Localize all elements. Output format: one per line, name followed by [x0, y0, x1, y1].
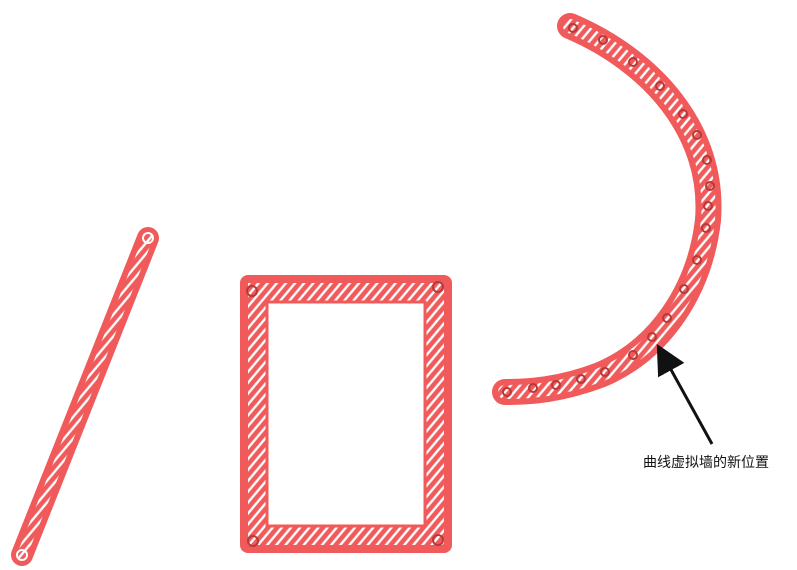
rect-corner-bottom-left[interactable] — [247, 535, 259, 547]
rect-corner-top-left[interactable] — [246, 285, 258, 297]
straight-virtual-wall[interactable] — [11, 227, 159, 566]
rectangular-virtual-wall[interactable] — [240, 275, 452, 553]
wall-endpoint-top[interactable] — [142, 232, 154, 244]
curved-virtual-wall[interactable] — [492, 13, 722, 405]
rect-corner-bottom-right[interactable] — [432, 534, 444, 546]
curve-nodes — [502, 23, 715, 397]
rect-corner-top-right[interactable] — [432, 281, 444, 293]
wall-endpoint-bottom[interactable] — [16, 549, 28, 561]
annotation-label: 曲线虚拟墙的新位置 — [643, 455, 769, 471]
annotation-arrow — [656, 343, 714, 445]
